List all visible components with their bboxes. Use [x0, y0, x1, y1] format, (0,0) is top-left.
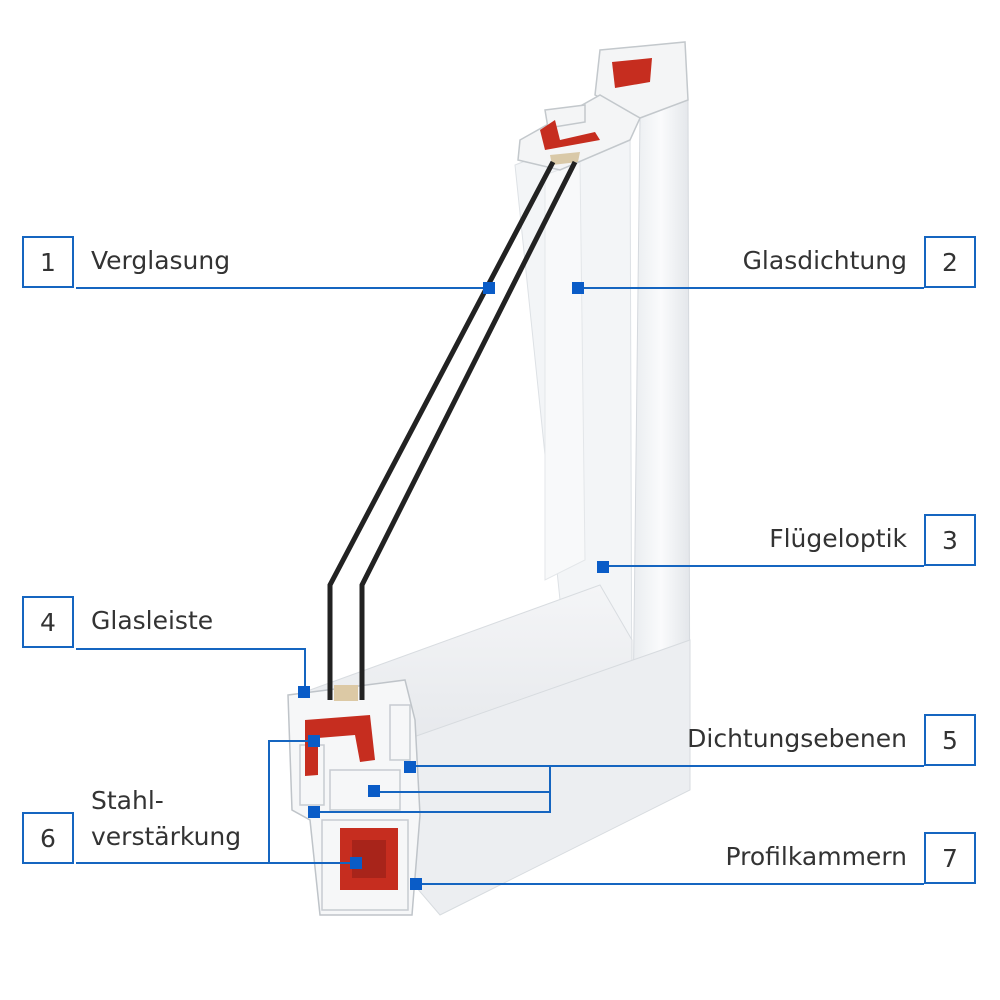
leader-line-1: [76, 287, 489, 289]
steel-reinforcement-sash: [305, 715, 375, 776]
callout-label-glasdichtung: Glasdichtung: [742, 246, 907, 275]
leader-line-4b: [304, 648, 306, 692]
chamber: [321, 819, 409, 911]
leader-line-3: [603, 565, 924, 567]
marker-stahl-b: [350, 857, 362, 869]
marker-dichtung-c: [308, 806, 320, 818]
leader-line-7: [416, 883, 924, 885]
callout-number-6: 6: [22, 812, 74, 864]
chamber: [389, 704, 411, 761]
leader-line-6-top: [268, 740, 314, 742]
marker-glasleiste: [298, 686, 310, 698]
callout-label-profilkammern: Profilkammern: [725, 842, 907, 871]
glass-pane-inner: [359, 160, 578, 700]
callout-number-2: 2: [924, 236, 976, 288]
leader-line-6-vert: [268, 740, 270, 863]
marker-dichtung-b: [368, 785, 380, 797]
leader-line-2: [578, 287, 924, 289]
marker-stahl-a: [308, 735, 320, 747]
leader-line-5-low: [314, 811, 550, 813]
callout-label-verglasung: Verglasung: [91, 246, 231, 275]
callout-label-glasleiste: Glasleiste: [91, 606, 214, 635]
marker-verglasung: [483, 282, 495, 294]
top-reinforcement: [612, 58, 652, 88]
callout-number-3: 3: [924, 514, 976, 566]
marker-fluegeloptik: [597, 561, 609, 573]
callout-label-stahl-line1: Stahl-: [91, 786, 164, 815]
leader-line-4: [76, 648, 306, 650]
glass-reveal: [544, 161, 586, 581]
leader-line-5-mid: [374, 791, 550, 793]
marker-dichtung-a: [404, 761, 416, 773]
chamber: [329, 769, 401, 811]
glass-spacer: [334, 685, 358, 701]
leader-line-5-vert: [549, 765, 551, 813]
callout-label-stahl-line2: verstärkung: [91, 822, 242, 851]
callout-label-dichtungsebenen: Dichtungsebenen: [687, 724, 907, 753]
top-section-sash: [517, 94, 641, 171]
marker-glasdichtung: [572, 282, 584, 294]
callout-number-5: 5: [924, 714, 976, 766]
callout-number-4: 4: [22, 596, 74, 648]
top-sash-reinforcement: [540, 120, 600, 150]
callout-number-7: 7: [924, 832, 976, 884]
leader-line-5: [410, 765, 924, 767]
marker-profilkammern: [410, 878, 422, 890]
leader-line-6: [76, 862, 358, 864]
callout-number-1: 1: [22, 236, 74, 288]
callout-label-fluegeloptik: Flügeloptik: [769, 524, 907, 553]
glass-pane-outer: [327, 160, 556, 700]
